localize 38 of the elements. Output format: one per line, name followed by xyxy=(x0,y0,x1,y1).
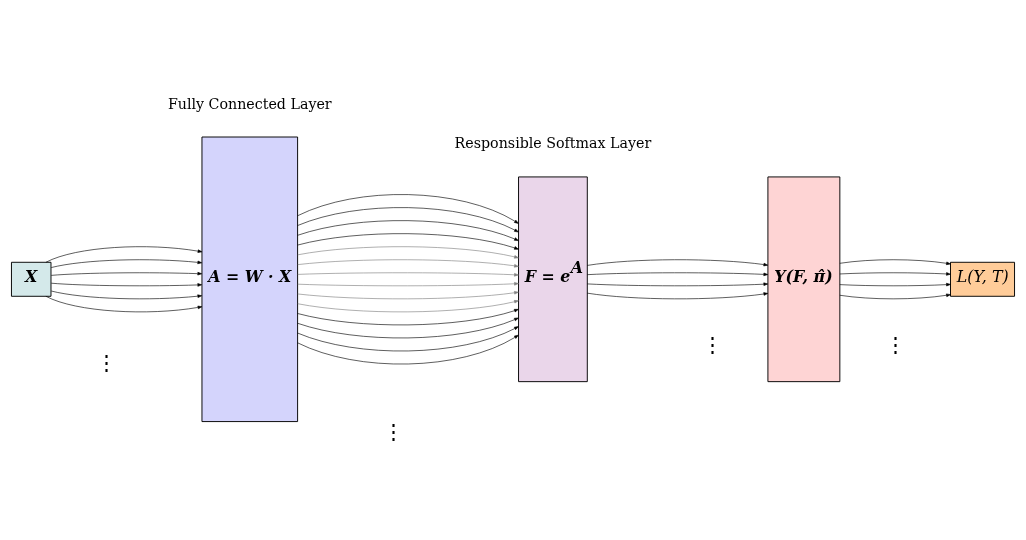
arrow xyxy=(297,309,519,326)
arrow xyxy=(50,259,203,268)
node-box: X xyxy=(11,261,52,297)
arrow xyxy=(839,272,951,276)
arrow xyxy=(839,259,951,265)
node-box: A = W · X xyxy=(201,136,299,423)
arrow xyxy=(50,271,203,276)
arrow xyxy=(587,272,769,277)
label: Responsible Softmax Layer xyxy=(454,135,652,152)
arrow xyxy=(839,293,951,300)
arrow xyxy=(297,326,519,352)
node-box: L(Y, T) xyxy=(950,261,1015,297)
arrow xyxy=(45,296,203,313)
arrow xyxy=(297,300,519,313)
node-box: Y(F, π̂) xyxy=(767,176,841,383)
arrow xyxy=(297,220,519,241)
arrow xyxy=(297,291,519,300)
arrow xyxy=(297,233,519,250)
label: ⋮ xyxy=(95,350,117,375)
arrow xyxy=(50,290,203,300)
arrow xyxy=(297,272,519,277)
arrow xyxy=(297,207,519,233)
arrow xyxy=(297,282,519,287)
arrow xyxy=(297,317,519,339)
label: ⋮ xyxy=(884,333,906,358)
arrow xyxy=(297,259,519,268)
label: Fully Connected Layer xyxy=(167,95,332,112)
arrow xyxy=(50,282,203,287)
arrow xyxy=(297,194,519,224)
arrow xyxy=(839,282,951,287)
label: ⋮ xyxy=(382,420,404,445)
label: ⋮ xyxy=(702,333,724,358)
arrow xyxy=(297,334,519,365)
arrow xyxy=(587,282,769,287)
arrow xyxy=(587,292,769,300)
arrow xyxy=(297,246,519,259)
arrow xyxy=(587,259,769,267)
arrow xyxy=(45,246,203,263)
